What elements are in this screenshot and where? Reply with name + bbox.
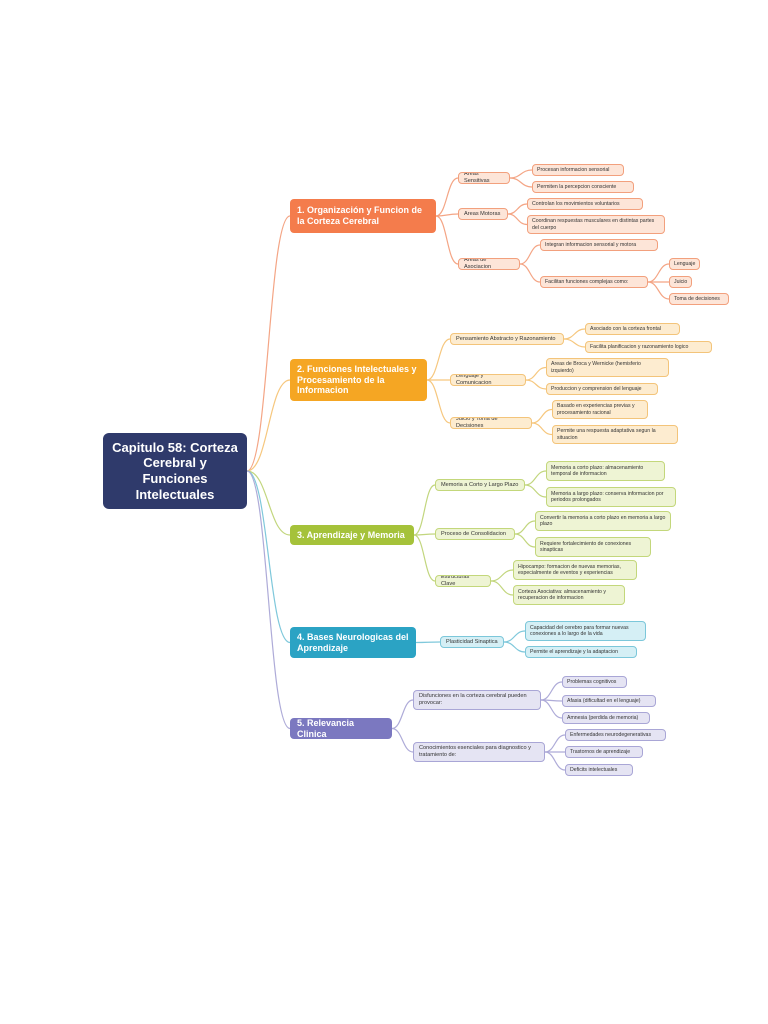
leaf-amnesia[interactable]: Amnesia (perdida de memoria) [562,712,650,724]
connector [531,408,553,424]
leaf-memoria-corto-plazo[interactable]: Memoria a corto plazo: almacenamiento te… [546,461,665,481]
root-topic[interactable]: Capitulo 58: Corteza Cerebral y Funcione… [103,433,247,509]
connector [519,244,541,265]
connector [531,422,553,436]
leaf-broca-wernicke[interactable]: Areas de Broca y Wernicke (hemisferio iz… [546,358,669,377]
connector [540,699,563,719]
leaf-problemas-cognitivos[interactable]: Problemas cognitivos [562,676,627,688]
leaf-nuevas-conexiones[interactable]: Capacidad del cerebro para formar nuevas… [525,621,646,641]
connector [413,534,436,582]
connector [246,470,291,536]
connector [524,470,547,486]
node-areas-motoras[interactable]: Areas Motoras [458,208,508,220]
connector [540,681,563,701]
connector [544,751,566,771]
connector [509,169,533,179]
connector [544,734,566,753]
leaf-deficits-intelectuales[interactable]: Deficits intelectuales [565,764,633,776]
connector [647,263,670,283]
node-conocimientos-esenciales[interactable]: Conocimientos esenciales para diagnostic… [413,742,545,762]
connector [490,569,514,582]
node-disfunciones-corteza[interactable]: Disfunciones en la corteza cerebral pued… [413,690,541,710]
connector [519,263,541,283]
connector [563,328,586,340]
leaf-corteza-asociativa[interactable]: Corteza Asociativa: almacenamiento y rec… [513,585,625,605]
connector [503,630,526,643]
node-pensamiento-abstracto[interactable]: Pensamiento Abstracto y Razonamiento [450,333,564,345]
leaf-enfermedades-neurodegenerativas[interactable]: Enfermedades neurodegenerativas [565,729,666,741]
connector [426,379,451,424]
connector [413,484,436,536]
leaf-experiencias-previas[interactable]: Basado en experiencias previas y procesa… [552,400,648,419]
connector [507,203,528,215]
leaf-respuesta-adaptativa[interactable]: Permite una respuesta adaptativa segun l… [552,425,678,444]
node-areas-asociacion[interactable]: Areas de Asociacion [458,258,520,270]
connector [246,470,291,644]
node-proceso-consolidacion[interactable]: Proceso de Consolidacion [435,528,515,540]
leaf-convertir-memoria[interactable]: Convertir la memoria a corto plazo en me… [535,511,671,531]
connector [525,379,547,390]
leaf-funciones-complejas[interactable]: Facilitan funciones complejas como: [540,276,648,288]
connector [413,533,436,536]
connector [391,699,414,730]
connector [426,338,451,381]
connector [524,484,547,498]
connector [246,379,291,472]
leaf-procesan-informacion[interactable]: Procesan informacion sensorial [532,164,624,176]
connector [514,533,536,548]
leaf-conexiones-sinapticas[interactable]: Requiere fortalecimiento de conexiones s… [535,537,651,557]
branch-relevancia-clinica[interactable]: 5. Relevancia Clinica [290,718,392,739]
node-juicio-toma-decisiones[interactable]: Juicio y Toma de Decisiones [450,417,532,429]
leaf-afasia[interactable]: Afasia (dificultad en el lenguaje) [562,695,656,707]
leaf-juicio[interactable]: Juicio [669,276,692,288]
connector [435,215,459,265]
node-memoria-corto-largo[interactable]: Memoria a Corto y Largo Plazo [435,479,525,491]
connector [503,641,526,653]
connector [514,520,536,535]
branch-aprendizaje-memoria[interactable]: 3. Aprendizaje y Memoria [290,525,414,545]
leaf-respuestas-musculares[interactable]: Coordinan respuestas musculares en disti… [527,215,665,234]
leaf-toma-decisiones[interactable]: Toma de decisiones [669,293,729,305]
node-plasticidad-sinaptica[interactable]: Plasticidad Sinaptica [440,636,504,648]
leaf-integran-informacion[interactable]: Integran informacion sensorial y motora [540,239,658,251]
leaf-percepcion-consciente[interactable]: Permiten la percepcion consciente [532,181,634,193]
leaf-hipocampo[interactable]: Hipocampo: formacion de nuevas memorias,… [513,560,637,580]
connector [525,366,547,381]
branch-organizacion-corteza[interactable]: 1. Organización y Funcion de la Corteza … [290,199,436,233]
leaf-movimientos-voluntarios[interactable]: Controlan los movimientos voluntarios [527,198,643,210]
leaf-aprendizaje-adaptacion[interactable]: Permite el aprendizaje y la adaptacion [525,646,637,658]
connector [647,281,670,300]
leaf-produccion-comprension[interactable]: Produccion y comprension del lenguaje [546,383,658,395]
connector [507,213,528,226]
leaf-planificacion[interactable]: Facilita planificacion y razonamiento lo… [585,341,712,353]
connector [391,727,414,753]
leaf-corteza-frontal[interactable]: Asociado con la corteza frontal [585,323,680,335]
connector [563,338,586,348]
node-lenguaje-comunicacion[interactable]: Lenguaje y Comunicacion [450,374,526,386]
connector [246,215,291,472]
node-estructuras-clave[interactable]: Estructuras Clave [435,575,491,587]
branch-bases-neurologicas[interactable]: 4. Bases Neurologicas del Aprendizaje [290,627,416,658]
connector [490,580,514,596]
connector [246,470,291,730]
leaf-trastornos-aprendizaje[interactable]: Trastornos de aprendizaje [565,746,643,758]
branch-funciones-intelectuales[interactable]: 2. Funciones Intelectuales y Procesamien… [290,359,427,401]
connector [435,177,459,217]
leaf-memoria-largo-plazo[interactable]: Memoria a largo plazo: conserva informac… [546,487,676,507]
node-areas-sensitivas[interactable]: Areas Sensitivas [458,172,510,184]
connector [435,213,459,217]
connector [509,177,533,188]
connector [415,641,441,644]
leaf-lenguaje[interactable]: Lenguaje [669,258,700,270]
